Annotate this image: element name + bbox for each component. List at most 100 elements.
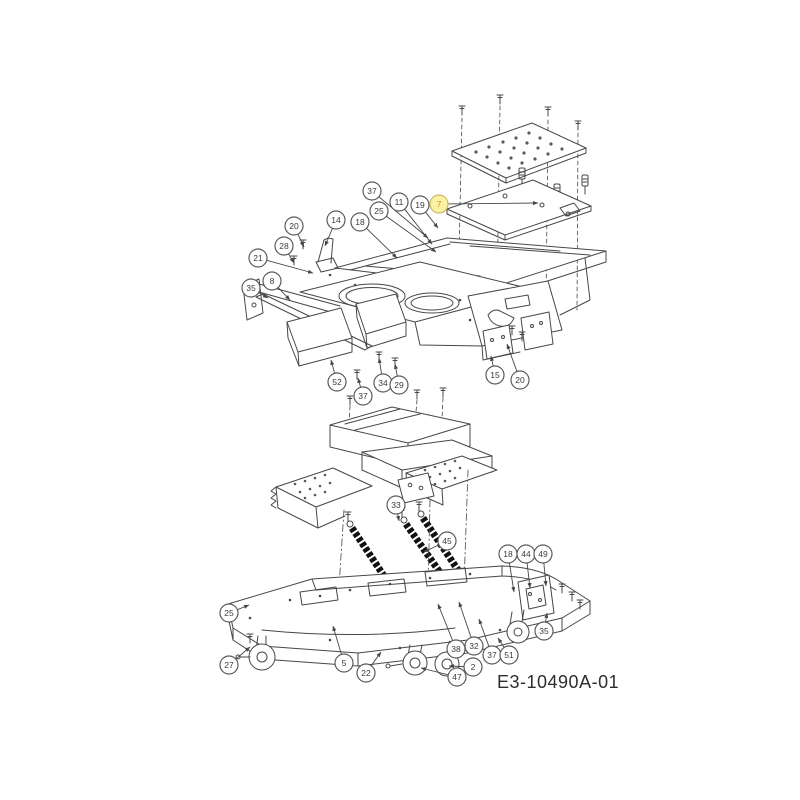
leader-line-35 [544, 612, 549, 623]
svg-text:47: 47 [452, 672, 462, 682]
svg-text:27: 27 [224, 660, 234, 670]
leader-line-25 [386, 215, 437, 253]
svg-text:32: 32 [469, 641, 479, 651]
callout-balloon-11[interactable]: 11 [389, 192, 409, 212]
svg-text:29: 29 [394, 380, 404, 390]
svg-text:5: 5 [342, 658, 347, 668]
callout-balloon-18[interactable]: 18 [350, 212, 370, 232]
callout-balloon-20[interactable]: 20 [510, 370, 530, 390]
callout-balloon-29[interactable]: 29 [389, 375, 409, 395]
callout-balloon-19[interactable]: 19 [410, 195, 430, 215]
svg-text:37: 37 [358, 391, 368, 401]
svg-text:28: 28 [279, 241, 289, 251]
svg-text:7: 7 [437, 199, 442, 209]
leader-line-19 [425, 211, 439, 229]
callout-balloon-20[interactable]: 20 [284, 216, 304, 236]
callout-balloon-37[interactable]: 37 [362, 181, 382, 201]
callout-balloon-27[interactable]: 27 [219, 655, 239, 675]
frame-assembly [242, 237, 607, 380]
leader-line-20 [506, 343, 518, 372]
leader-line-32 [458, 601, 472, 638]
left-footrest-dots [293, 473, 332, 500]
callout-balloon-44[interactable]: 44 [516, 544, 536, 564]
leader-line-52 [330, 359, 336, 374]
callout-balloon-8[interactable]: 8 [262, 271, 282, 291]
svg-text:15: 15 [490, 370, 500, 380]
deck-assembly [227, 565, 591, 677]
leader-line-49 [543, 562, 548, 587]
right-footrest-dots [423, 459, 462, 486]
leader-line-35 [258, 292, 269, 299]
callout-balloon-45[interactable]: 45 [437, 531, 457, 551]
svg-text:18: 18 [355, 217, 365, 227]
leader-line-22 [370, 651, 382, 666]
callout-balloon-25[interactable]: 25 [369, 201, 389, 221]
svg-text:20: 20 [515, 375, 525, 385]
center-bracket [397, 472, 435, 504]
callout-balloon-2[interactable]: 2 [463, 657, 483, 677]
svg-text:37: 37 [487, 650, 497, 660]
callout-balloon-35[interactable]: 35 [534, 621, 554, 641]
callout-balloon-15[interactable]: 15 [485, 365, 505, 385]
leader-line-15 [490, 355, 495, 367]
svg-text:20: 20 [289, 221, 299, 231]
callout-balloon-35[interactable]: 35 [241, 278, 261, 298]
leader-line-14 [324, 228, 333, 247]
leader-line-34 [377, 357, 383, 375]
deck-top-surface [227, 565, 591, 654]
left-footrest [275, 467, 373, 508]
svg-text:18: 18 [503, 549, 513, 559]
callout-balloon-22[interactable]: 22 [356, 663, 376, 683]
callout-balloon-38[interactable]: 38 [446, 639, 466, 659]
svg-text:8: 8 [270, 276, 275, 286]
callout-balloon-52[interactable]: 52 [327, 372, 347, 392]
callout-balloon-34[interactable]: 34 [373, 373, 393, 393]
seat-plate-assembly [446, 94, 592, 311]
callout-balloon-33[interactable]: 33 [386, 495, 406, 515]
leader-line-18 [508, 562, 516, 593]
callout-balloon-25[interactable]: 25 [219, 603, 239, 623]
diagram-code: E3-10490A-01 [497, 672, 619, 692]
svg-text:44: 44 [521, 549, 531, 559]
leader-line-51 [497, 637, 505, 648]
leader-line-37 [378, 196, 429, 239]
svg-text:45: 45 [442, 536, 452, 546]
svg-text:34: 34 [378, 378, 388, 388]
svg-text:11: 11 [395, 197, 404, 207]
leader-line-33 [396, 513, 401, 522]
callout-balloon-14[interactable]: 14 [326, 210, 346, 230]
callout-balloon-5[interactable]: 5 [334, 653, 354, 673]
right-bracket-1 [482, 324, 514, 360]
footwell-assembly [270, 387, 498, 615]
leader-line-37 [357, 377, 362, 388]
leader-line-20 [297, 233, 305, 248]
svg-text:35: 35 [539, 626, 549, 636]
leader-line-11 [404, 208, 433, 245]
deck-wheels [235, 609, 530, 677]
callout-balloon-49[interactable]: 49 [533, 544, 553, 564]
leader-line-21 [266, 259, 314, 274]
callout-balloon-37[interactable]: 37 [482, 645, 502, 665]
svg-text:35: 35 [246, 283, 256, 293]
leader-line-44 [526, 562, 532, 589]
leader-line-8 [277, 287, 291, 301]
leader-line-29 [393, 363, 398, 377]
callout-balloon-28[interactable]: 28 [274, 236, 294, 256]
callout-balloon-47[interactable]: 47 [447, 667, 467, 687]
callout-balloon-18[interactable]: 18 [498, 544, 518, 564]
callout-balloon-51[interactable]: 51 [499, 645, 519, 665]
svg-text:49: 49 [538, 549, 548, 559]
steering-tower [315, 237, 339, 273]
svg-text:25: 25 [374, 206, 384, 216]
svg-text:33: 33 [391, 500, 401, 510]
svg-text:21: 21 [253, 253, 263, 263]
leader-line-38 [437, 603, 454, 641]
callout-balloon-37[interactable]: 37 [353, 386, 373, 406]
leader-line-18 [366, 227, 398, 259]
svg-text:25: 25 [224, 608, 234, 618]
callout-balloon-21[interactable]: 21 [248, 248, 268, 268]
left-fender-box [286, 307, 353, 353]
callout-balloon-7[interactable]: 7 [429, 194, 449, 214]
callout-balloon-32[interactable]: 32 [464, 636, 484, 656]
